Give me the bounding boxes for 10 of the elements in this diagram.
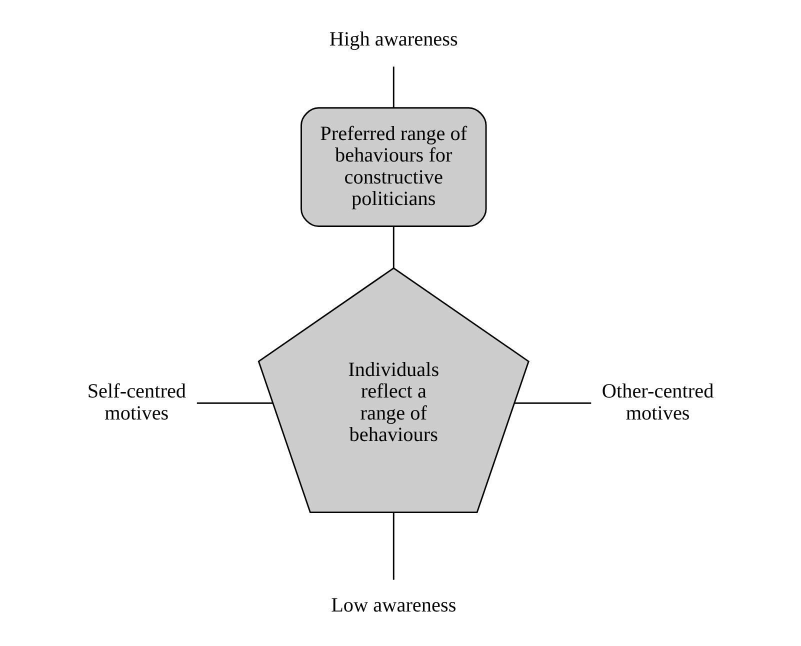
node-text: Self-centred motives <box>87 380 186 424</box>
connector <box>196 402 273 404</box>
node-text: High awareness <box>329 28 458 50</box>
node-text: Low awareness <box>331 594 456 616</box>
connector <box>392 66 394 108</box>
connector <box>514 402 592 404</box>
connector <box>392 226 394 268</box>
node-box: Preferred range of behaviours for constructive politicians <box>300 107 487 227</box>
connector <box>392 512 394 580</box>
node-text: Other-centred motives <box>602 380 714 424</box>
